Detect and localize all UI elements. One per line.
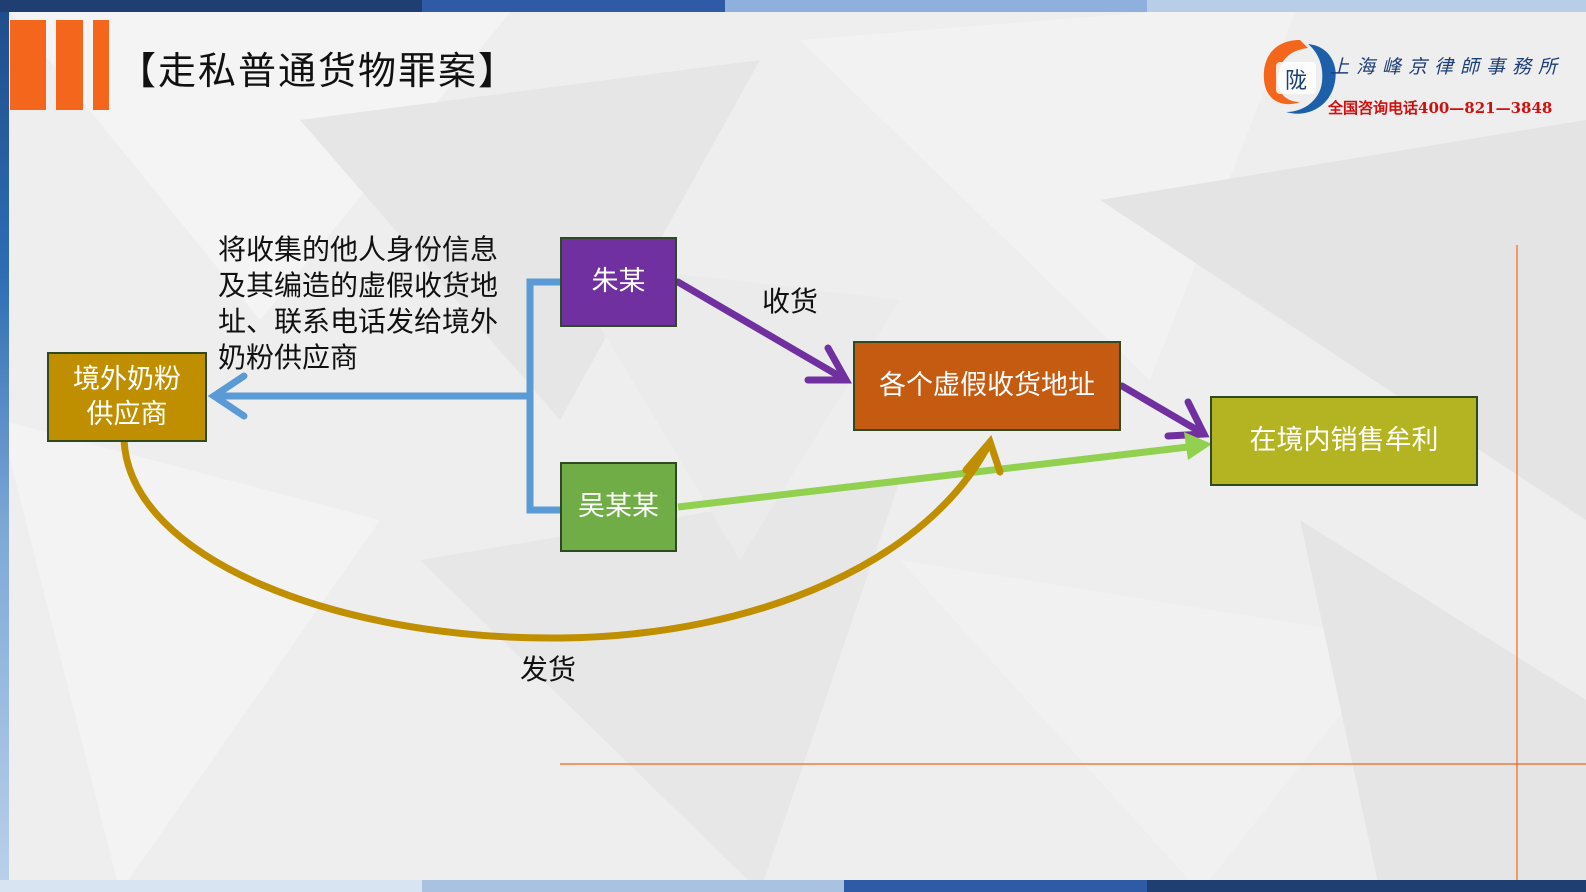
title-accent-bars (10, 20, 109, 110)
page-title: 【走私普通货物罪案】 (118, 49, 519, 93)
firm-logo-icon: 陇 (1263, 40, 1336, 114)
domestic-sale-node: 在境内销售牟利 (1210, 396, 1478, 486)
wu-label: 吴某某 (578, 491, 659, 523)
zhu-node: 朱某 (560, 237, 677, 327)
fake-address-node: 各个虚假收货地址 (853, 341, 1121, 431)
domestic-sale-label: 在境内销售牟利 (1249, 425, 1439, 457)
bottom-color-bar (0, 880, 1586, 892)
supplier-node: 境外奶粉供应商 (47, 352, 207, 442)
wu-arrow (677, 432, 1212, 511)
firm-name: 上海峰京律師事務所 (1330, 56, 1565, 78)
fake-address-label: 各个虚假收货地址 (879, 370, 1095, 402)
top-color-bar (0, 0, 1586, 12)
supplier-label: 境外奶粉供应商 (73, 363, 181, 430)
sale-arrow (1118, 382, 1210, 440)
svg-text:陇: 陇 (1285, 69, 1307, 94)
receive-label: 收货 (762, 285, 819, 318)
info-arrow (207, 278, 560, 514)
wu-node: 吴某某 (560, 462, 677, 552)
receive-arrow (674, 278, 852, 384)
ship-arrow (120, 435, 1004, 642)
left-accent-strip (0, 12, 9, 880)
zhu-label: 朱某 (591, 266, 646, 298)
send-info-label: 将收集的他人身份信息及其编造的虚假收货地址、联系电话发给境外奶粉供应商 (218, 233, 499, 374)
consult-phone: 全国咨询电话400—821—3848 (1328, 99, 1553, 117)
ship-label: 发货 (520, 653, 577, 686)
